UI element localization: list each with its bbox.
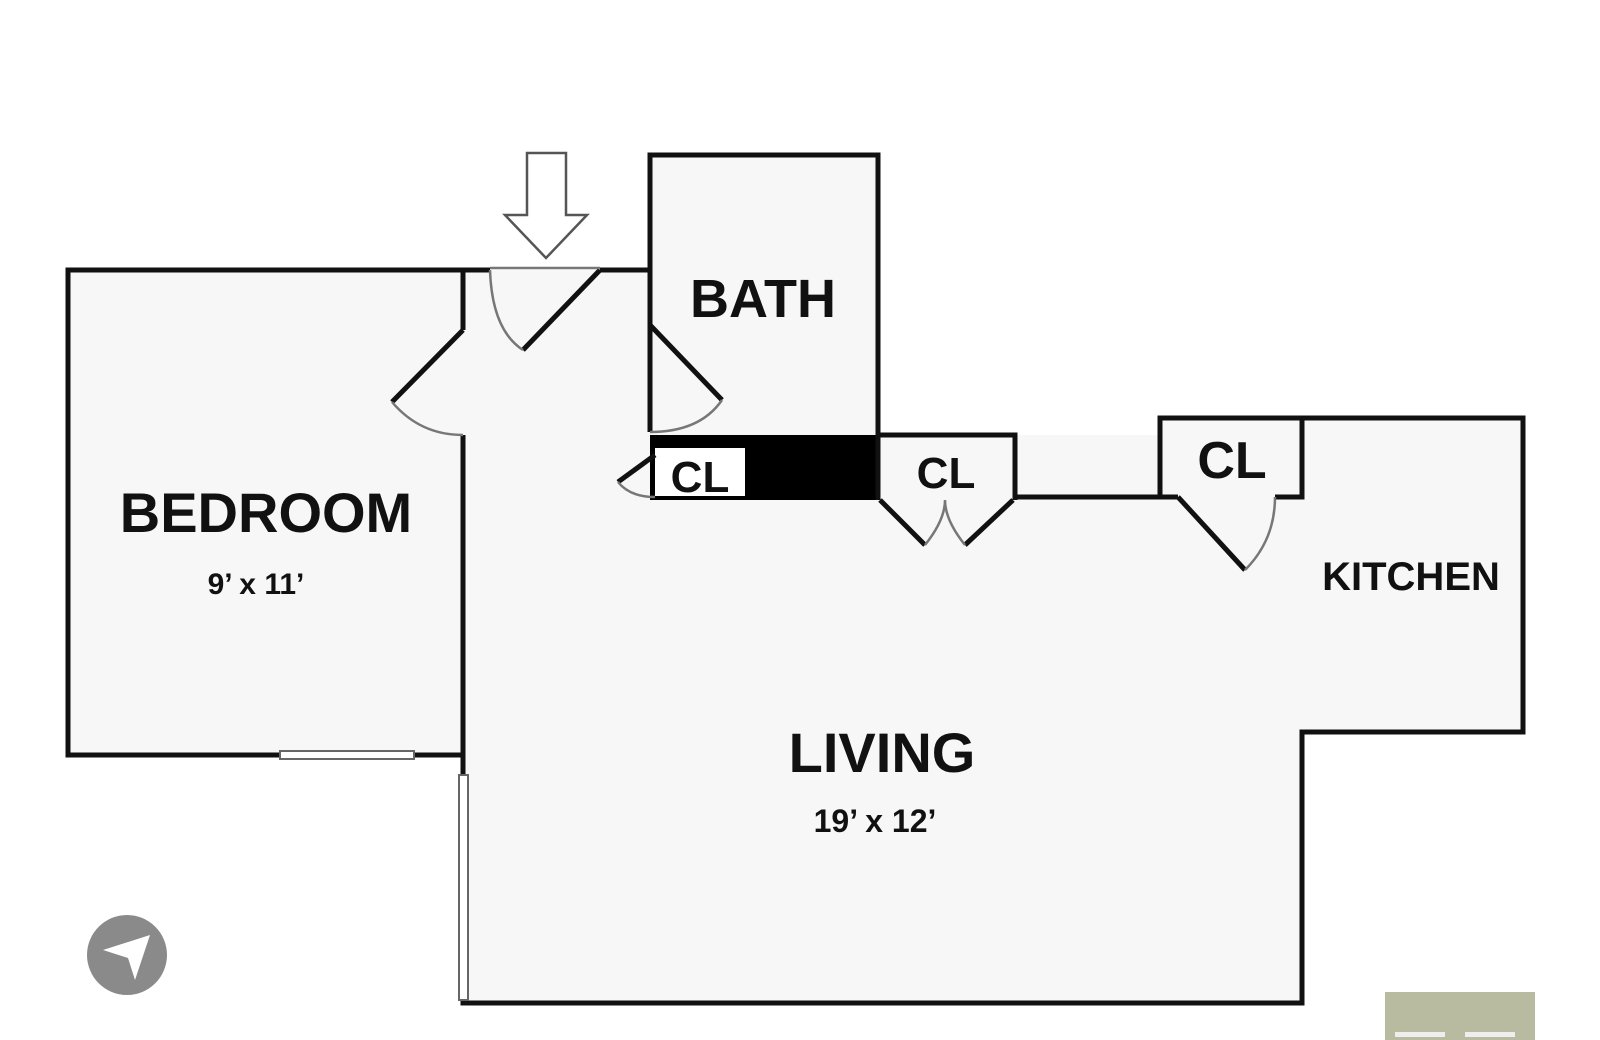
bedroom-window <box>279 750 415 760</box>
arrow-down-icon <box>502 151 590 260</box>
bedroom-label: BEDROOM <box>120 481 412 544</box>
corner-badge <box>1385 992 1535 1040</box>
walls <box>65 152 1526 1006</box>
navigation-arrow-icon <box>103 935 150 980</box>
bedroom-floor <box>68 270 463 755</box>
closet-label: CL <box>671 453 730 502</box>
living-size: 19’ x 12’ <box>814 803 937 839</box>
closet-label: CL <box>1197 432 1266 490</box>
bath-floor <box>650 155 878 435</box>
living-label: LIVING <box>789 721 976 784</box>
kitchen-label: KITCHEN <box>1322 555 1500 599</box>
doors <box>390 266 1277 572</box>
bath-label: BATH <box>690 269 836 329</box>
navigation-button[interactable] <box>87 915 167 995</box>
living-floor <box>463 270 1523 1003</box>
bedroom-size: 9’ x 11’ <box>208 568 305 601</box>
closet-label: CL <box>917 449 976 498</box>
living-window <box>458 774 469 1001</box>
